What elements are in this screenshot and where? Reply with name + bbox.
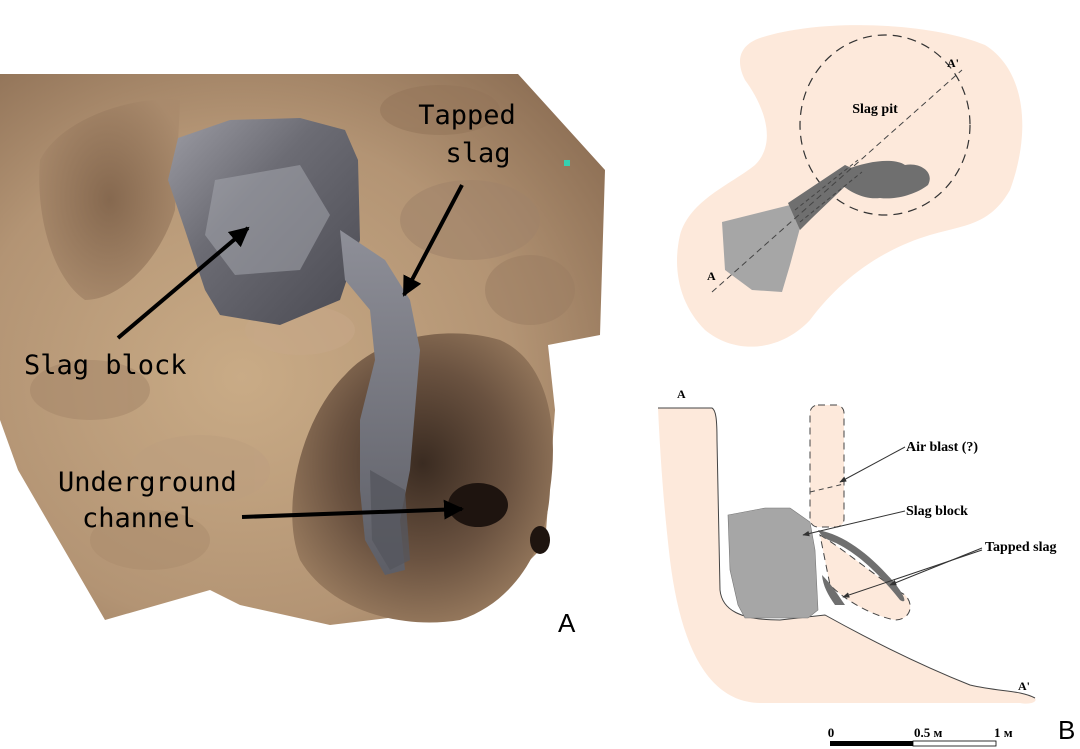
plan-label-a-prime: A' xyxy=(947,56,959,70)
channel-opening xyxy=(448,483,508,527)
section-tapped-slag-lower xyxy=(822,575,845,605)
air-blast-tube xyxy=(809,404,845,528)
plan-tapped-slag xyxy=(842,160,930,199)
label-air-blast: Air blast (?) xyxy=(906,440,978,455)
section-tapped-slag-upper xyxy=(818,530,905,602)
arrow-air-blast xyxy=(839,446,906,483)
label-slag-block-section: Slag block xyxy=(906,504,968,519)
scale-white-segment xyxy=(912,740,997,747)
label-tapped-slag-1: Tapped xyxy=(418,100,516,131)
slag-pit-outline xyxy=(799,34,971,216)
label-underground-2: channel xyxy=(82,503,196,534)
panel-letter-a: A xyxy=(558,608,576,638)
plan-slag-pit-label: Slag pit xyxy=(852,102,898,117)
plan-section-line xyxy=(711,69,963,293)
arrow-slag-block xyxy=(116,226,250,340)
section-channel-outline xyxy=(819,533,911,621)
section-ground-line xyxy=(658,407,1036,699)
scale-tick-mid: 0.5 м xyxy=(914,725,943,740)
plan-view: Slag pit A A' xyxy=(677,25,1023,347)
label-underground-1: Underground xyxy=(58,467,237,498)
arrow-tapped-slag xyxy=(402,184,464,297)
panel-letter-b: B xyxy=(1058,715,1075,745)
underground-pit xyxy=(292,333,553,623)
label-tapped-slag-2: slag xyxy=(445,138,510,169)
section-view: A A' Air blast (?) Slag block Tapped sla… xyxy=(658,387,1056,704)
label-slag-block: Slag block xyxy=(24,350,187,381)
arrow-slag-block-section xyxy=(802,510,906,537)
section-soil-area xyxy=(658,408,1036,704)
plan-channel xyxy=(788,165,860,230)
scale-black-segment xyxy=(830,741,913,746)
left-hollow xyxy=(39,99,180,300)
scale-tick-end: 1 м xyxy=(994,725,1013,740)
slag-block-highlight xyxy=(205,165,330,275)
marker-dot xyxy=(564,160,570,166)
arrow-tapped-slag-upper xyxy=(889,547,983,586)
arrow-underground xyxy=(241,499,464,520)
arrow-tapped-slag-lower xyxy=(842,549,983,598)
section-label-a: A xyxy=(677,387,686,401)
photo-panel: Tapped slag Slag block Underground chann… xyxy=(0,74,605,638)
label-tapped-slag-section: Tapped slag xyxy=(985,540,1056,555)
plan-label-a: A xyxy=(707,269,716,283)
scale-bar: 0 0.5 м 1 м xyxy=(828,725,1013,747)
section-slag-block xyxy=(727,507,819,619)
scale-tick-0: 0 xyxy=(828,725,835,740)
section-label-a-prime: A' xyxy=(1018,679,1030,693)
